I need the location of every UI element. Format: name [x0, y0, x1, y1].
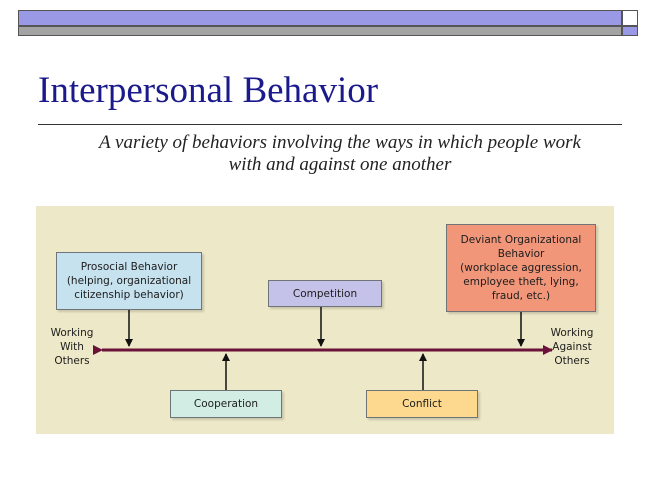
cooperation-box: Cooperation: [170, 390, 282, 418]
working-against-others-label: Working Against Others: [550, 327, 594, 367]
conflict-box: Conflict: [366, 390, 478, 418]
title-rule: [38, 124, 622, 125]
header-square-bottom: [622, 26, 638, 36]
diagram-panel: Prosocial Behavior (helping, organizatio…: [36, 206, 614, 434]
working-with-others-label: Working With Others: [50, 327, 94, 367]
competition-box: Competition: [268, 280, 382, 307]
deviant-behavior-box: Deviant Organizational Behavior (workpla…: [446, 224, 596, 312]
prosocial-behavior-box: Prosocial Behavior (helping, organizatio…: [56, 252, 202, 310]
slide-subtitle: A variety of behaviors involving the way…: [99, 132, 581, 175]
header-bar-bottom: [18, 26, 622, 36]
header-bar-top: [18, 10, 622, 26]
header-square-top: [622, 10, 638, 26]
diagram-arrows: [93, 307, 553, 390]
slide-title: Interpersonal Behavior: [38, 70, 379, 111]
